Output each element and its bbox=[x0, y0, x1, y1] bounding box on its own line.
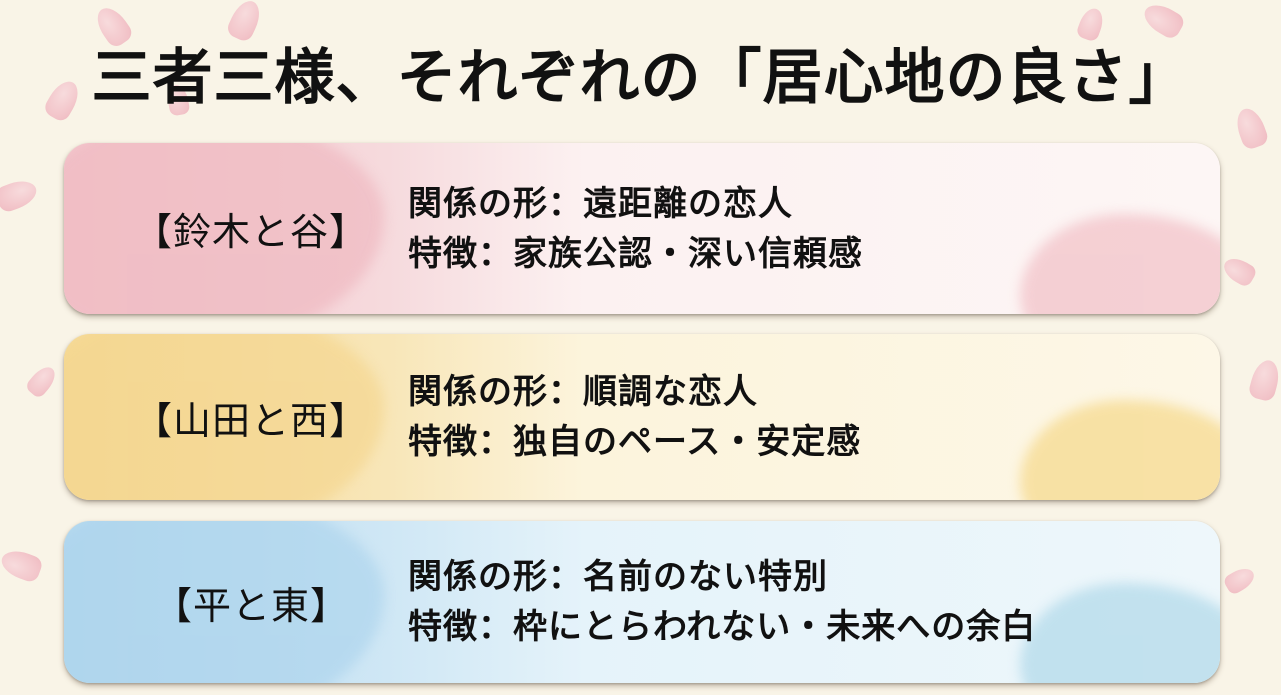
characteristics-text: 特徴：独自のペース・安定感 bbox=[408, 422, 862, 462]
petal-icon bbox=[0, 175, 41, 215]
petal-icon bbox=[1219, 253, 1259, 289]
pair-label: 【山田と西】 bbox=[134, 398, 369, 443]
relationship-card-yamada-nishi: 【山田と西】 関係の形：順調な恋人 特徴：独自のペース・安定感 bbox=[64, 334, 1220, 500]
pair-label: 【鈴木と谷】 bbox=[134, 210, 369, 254]
watercolor-wash bbox=[64, 521, 384, 683]
page-title: 三者三様、それぞれの「居心地の良さ」 bbox=[91, 43, 1190, 113]
card-details: 関係の形：遠距離の恋人 特徴：家族公認・深い信頼感 bbox=[408, 143, 863, 314]
relationship-card-taira-higashi: 【平と東】 関係の形：名前のない特別 特徴：枠にとらわれない・未来への余白 bbox=[64, 521, 1220, 683]
characteristics-text: 特徴：家族公認・深い信頼感 bbox=[408, 233, 863, 274]
watercolor-wash bbox=[64, 143, 384, 314]
watercolor-wash bbox=[1020, 583, 1220, 683]
petal-icon bbox=[1222, 563, 1258, 597]
characteristics-text: 特徴：枠にとらわれない・未来への余白 bbox=[408, 607, 1037, 647]
relationship-form-text: 関係の形：順調な恋人 bbox=[408, 372, 758, 412]
watercolor-wash bbox=[1020, 214, 1220, 314]
card-details: 関係の形：順調な恋人 特徴：独自のペース・安定感 bbox=[408, 334, 861, 500]
card-details: 関係の形：名前のない特別 特徴：枠にとらわれない・未来への余白 bbox=[408, 521, 1036, 683]
relationship-form-text: 関係の形：名前のない特別 bbox=[408, 557, 828, 597]
pair-label: 【平と東】 bbox=[154, 583, 350, 628]
watercolor-wash bbox=[1020, 400, 1220, 500]
watercolor-wash bbox=[64, 334, 384, 500]
petal-icon bbox=[1247, 357, 1281, 403]
relationship-card-suzuki-tani: 【鈴木と谷】 関係の形：遠距離の恋人 特徴：家族公認・深い信頼感 bbox=[64, 143, 1220, 314]
relationship-form-text: 関係の形：遠距離の恋人 bbox=[408, 183, 793, 224]
petal-icon bbox=[24, 362, 60, 400]
petal-icon bbox=[1139, 0, 1187, 42]
petal-icon bbox=[0, 545, 45, 585]
